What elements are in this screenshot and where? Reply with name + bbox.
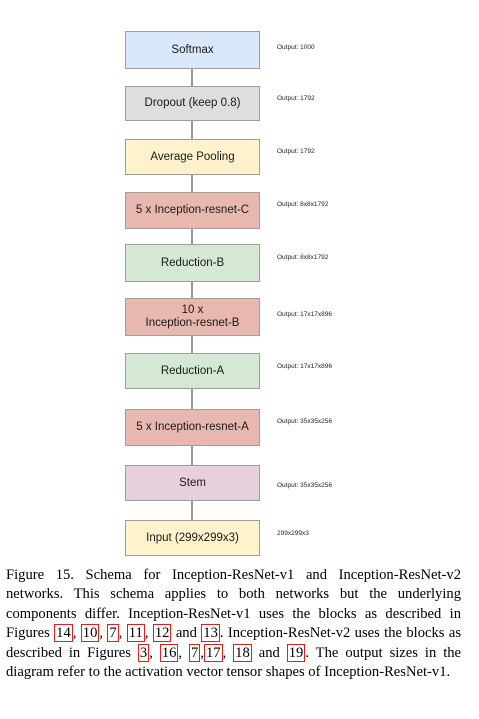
output-label-input: 299x299x3 bbox=[277, 530, 309, 537]
caption-separator: , bbox=[178, 644, 190, 661]
output-label-reduction-b: Output: 8x8x1792 bbox=[277, 254, 329, 261]
output-label-inception-resnet-a: Output: 35x35x256 bbox=[277, 418, 332, 425]
figure-ref-3[interactable]: 3 bbox=[137, 643, 150, 662]
block-inception-resnet-b-label: 10 x Inception-resnet-B bbox=[145, 304, 240, 329]
block-inception-resnet-a: 5 x Inception-resnet-A bbox=[125, 409, 260, 446]
network-schema-diagram: Softmax Output: 1000 Dropout (keep 0.8) … bbox=[125, 31, 332, 556]
caption-text: . The output sizes in the diagram refer … bbox=[6, 644, 462, 681]
block-reduction-b-label: Reduction-B bbox=[160, 256, 225, 269]
block-dropout: Dropout (keep 0.8) bbox=[125, 86, 260, 121]
block-average-pooling: Average Pooling bbox=[125, 139, 260, 175]
output-label-softmax: Output: 1000 bbox=[277, 44, 315, 51]
caption-separator: , bbox=[99, 625, 108, 642]
caption-separator: , bbox=[144, 625, 153, 642]
caption-separator: and bbox=[251, 644, 287, 661]
block-inception-resnet-a-label: 5 x Inception-resnet-A bbox=[136, 421, 249, 433]
caption-separator: , bbox=[72, 625, 81, 642]
figure-ref-12[interactable]: 12 bbox=[152, 624, 172, 643]
block-average-pooling-label: Average Pooling bbox=[150, 150, 235, 163]
block-stem: Stem bbox=[125, 465, 260, 501]
caption-text: Figure 15. Schema for Inception-ResNet-v… bbox=[6, 567, 461, 642]
output-label-reduction-a: Output: 17x17x896 bbox=[277, 363, 332, 370]
caption-text: . Inception-ResNet-v2 uses the blocks as… bbox=[6, 625, 462, 661]
caption-separator: , bbox=[118, 625, 127, 642]
figure-ref-13[interactable]: 13 bbox=[201, 624, 220, 643]
block-reduction-a: Reduction-A bbox=[125, 353, 260, 389]
block-input: Input (299x299x3) bbox=[125, 520, 260, 556]
block-softmax: Softmax bbox=[125, 31, 260, 69]
figure-ref-7[interactable]: 7 bbox=[107, 624, 119, 643]
block-stem-label: Stem bbox=[179, 476, 206, 489]
output-label-stem: Output: 35x35x256 bbox=[277, 482, 332, 489]
block-inception-resnet-c: 5 x Inception-resnet-C bbox=[125, 192, 260, 229]
block-inception-resnet-c-label: 5 x Inception-resnet-C bbox=[135, 204, 250, 216]
block-softmax-label: Softmax bbox=[171, 43, 214, 56]
figure-caption: Figure 15. Schema for Inception-ResNet-v… bbox=[6, 566, 461, 682]
figure-ref-14[interactable]: 14 bbox=[54, 624, 73, 643]
block-inception-resnet-b: 10 x Inception-resnet-B bbox=[125, 298, 260, 336]
output-label-dropout: Output: 1792 bbox=[277, 95, 315, 102]
block-reduction-a-label: Reduction-A bbox=[160, 364, 225, 377]
figure-ref-17[interactable]: 17 bbox=[203, 643, 223, 662]
figure-ref-16[interactable]: 16 bbox=[159, 643, 179, 662]
output-label-inception-resnet-b: Output: 17x17x896 bbox=[277, 311, 332, 318]
figure-ref-19[interactable]: 19 bbox=[286, 643, 306, 662]
diagram-edges bbox=[191, 69, 193, 520]
block-reduction-b: Reduction-B bbox=[125, 244, 260, 282]
output-label-average-pooling: Output: 1792 bbox=[277, 148, 315, 155]
figure-ref-7[interactable]: 7 bbox=[189, 643, 201, 662]
caption-separator: , bbox=[149, 644, 160, 661]
caption-separator: , bbox=[222, 644, 234, 661]
block-input-label: Input (299x299x3) bbox=[146, 531, 239, 544]
output-label-inception-resnet-c: Output: 8x8x1792 bbox=[277, 201, 329, 208]
figure-ref-10[interactable]: 10 bbox=[80, 624, 100, 643]
caption-separator: and bbox=[171, 625, 202, 642]
figure-ref-18[interactable]: 18 bbox=[233, 643, 252, 662]
figure-ref-11[interactable]: 11 bbox=[126, 624, 145, 643]
block-dropout-label: Dropout (keep 0.8) bbox=[144, 97, 241, 109]
caption-separator: , bbox=[200, 644, 204, 661]
